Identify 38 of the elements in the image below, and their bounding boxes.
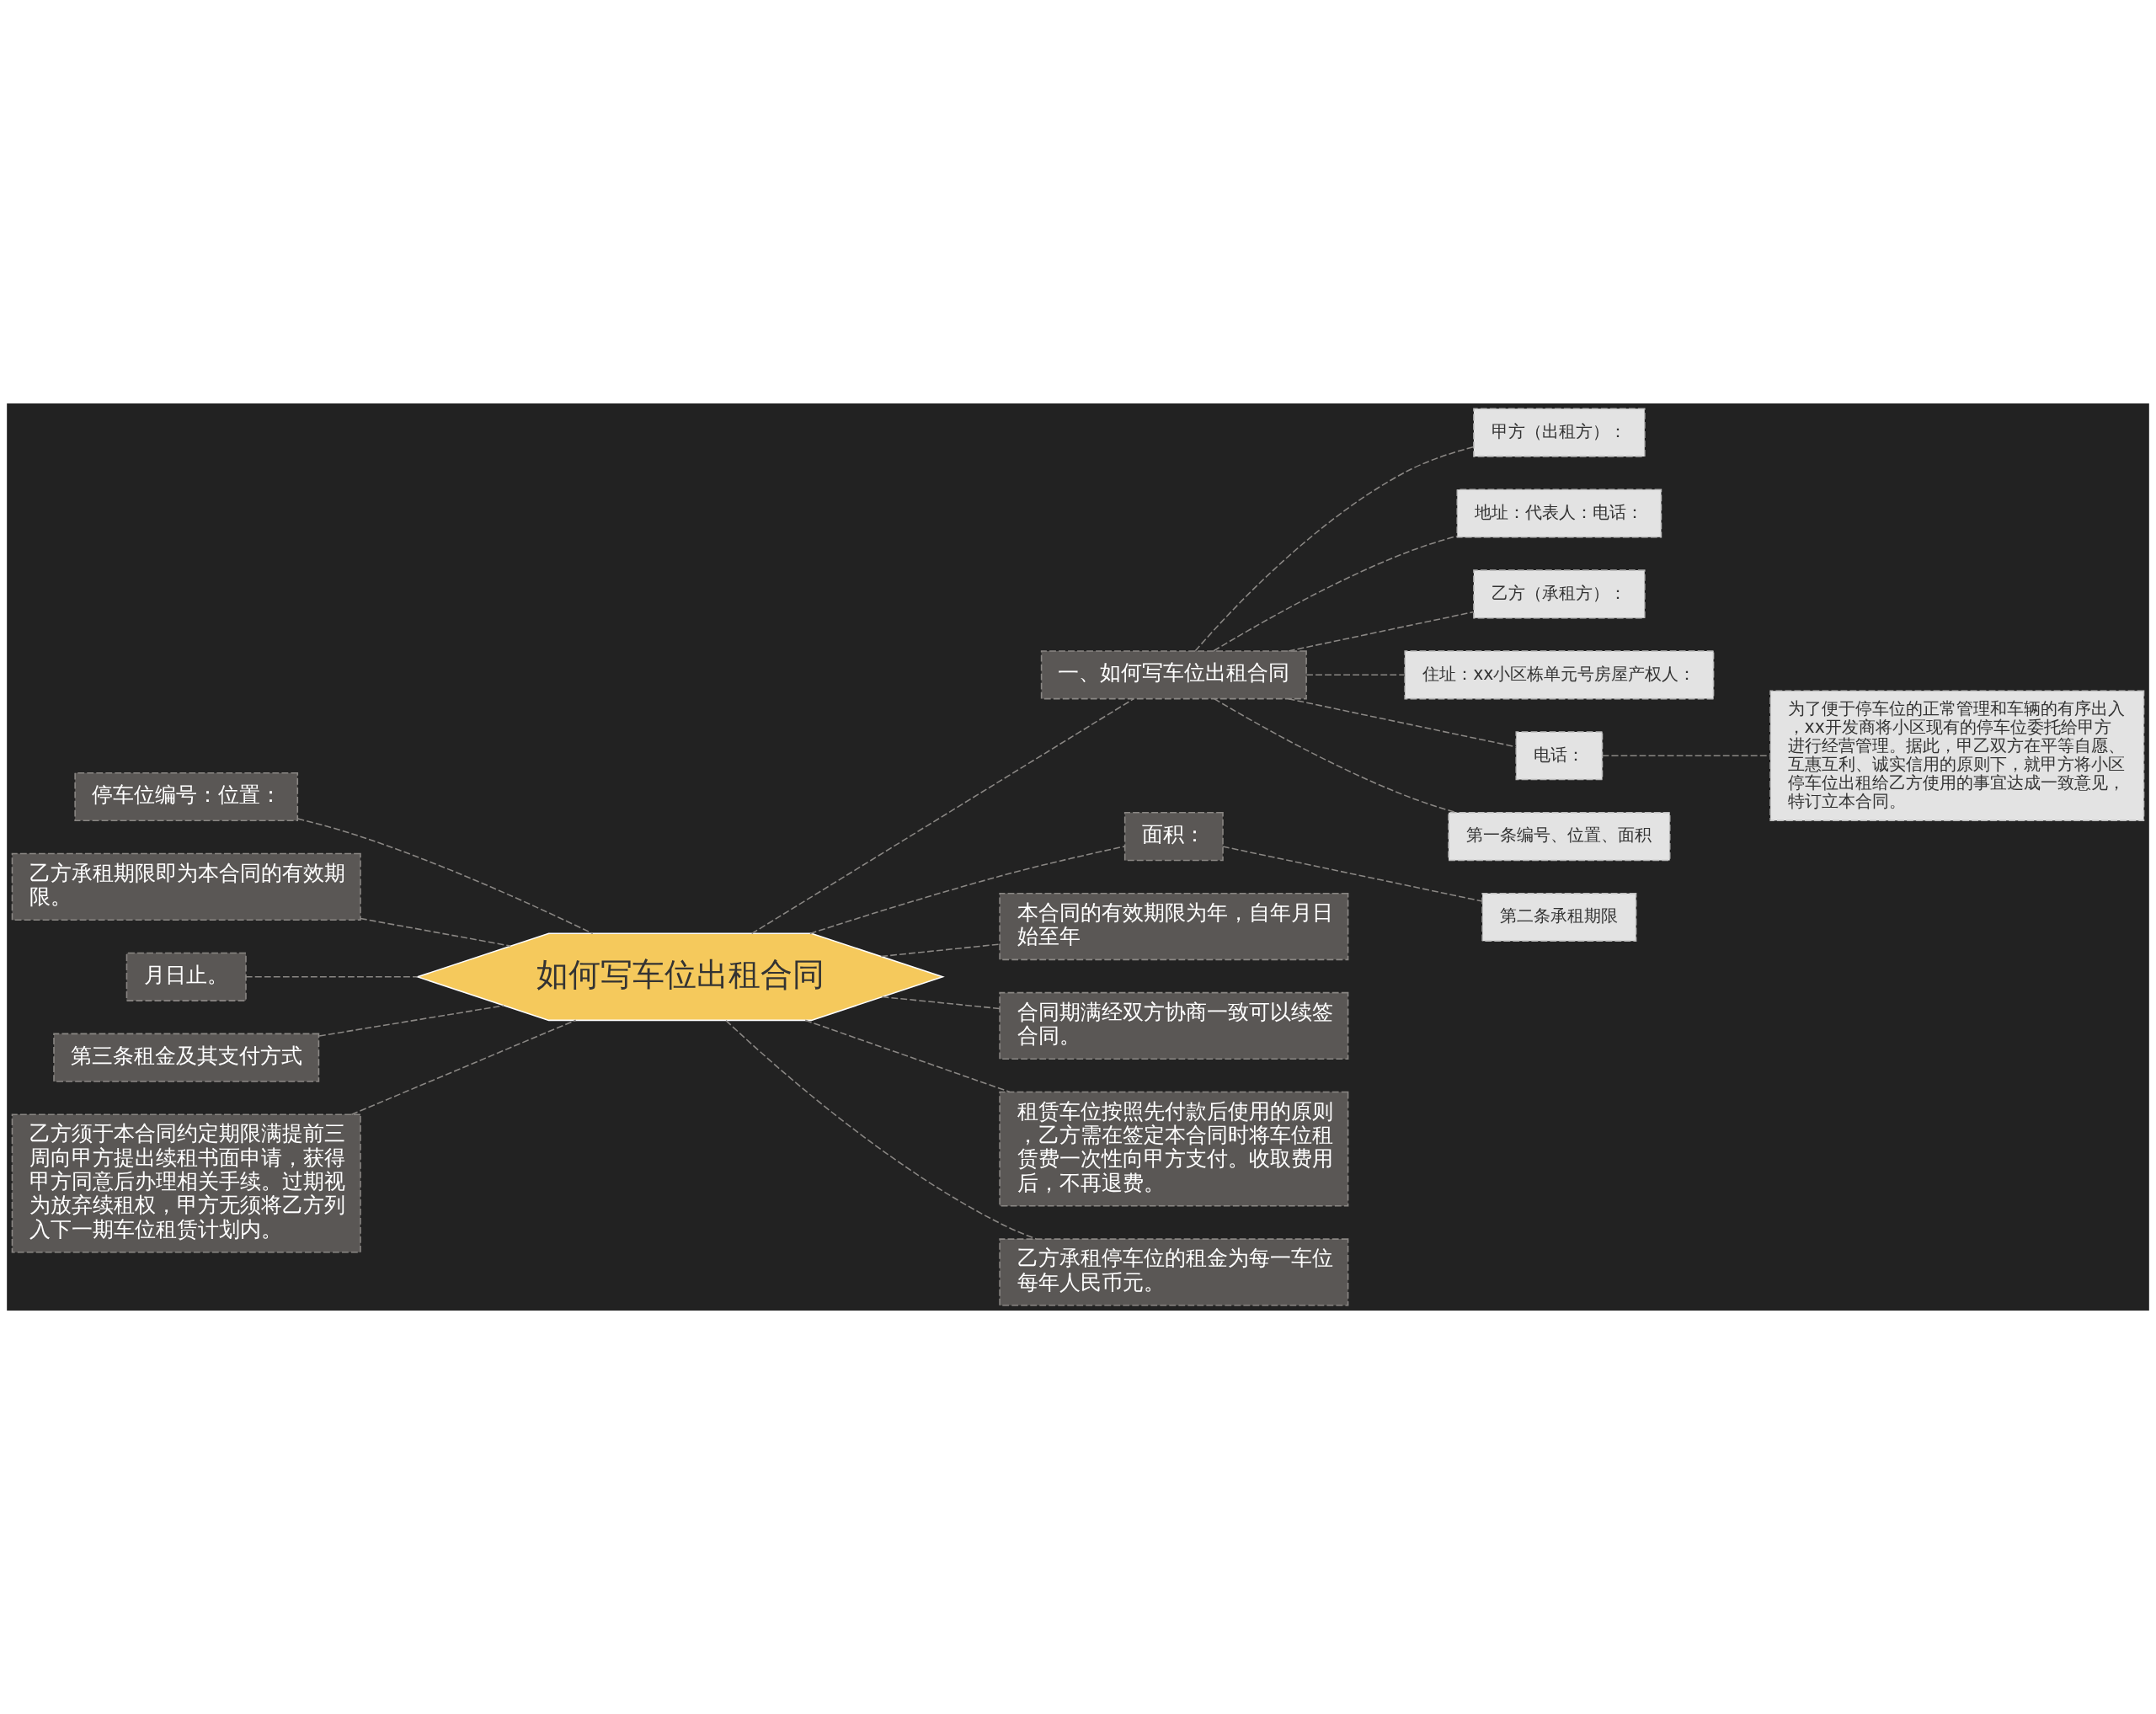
connector: [1213, 535, 1458, 652]
connector: [1222, 846, 1483, 902]
node-box: 第二条承租期限: [1481, 892, 1637, 942]
node-box: 租赁车位按照先付款后使用的原则，乙方需在签定本合同时将车位租赁费一次性向甲方支付。收取费用后，不再退费。: [999, 1091, 1349, 1207]
node-box: 面积：: [1123, 812, 1224, 862]
node-box: 月日止。: [125, 952, 247, 1001]
connector: [1288, 611, 1475, 652]
connector: [804, 1019, 1011, 1093]
node-box: 乙方须于本合同约定期限满提前三周向甲方提出续租书面申请，获得甲方同意后办理相关手续。过期视为放弃续租权，甲方无须将乙方列入下一期车位租赁计划内。: [11, 1113, 361, 1253]
node-box: 乙方承租期限即为本合同的有效期限。: [11, 852, 361, 921]
node-box: 乙方承租停车位的租金为每一车位每年人民币元。: [999, 1238, 1349, 1306]
connector: [1194, 446, 1475, 652]
node-box: 甲方（出租方）：: [1473, 408, 1646, 457]
connector: [245, 976, 419, 978]
connector: [880, 943, 1001, 958]
connector: [809, 846, 1126, 935]
connector: [1213, 697, 1457, 814]
node-box: 乙方（承租方）：: [1473, 569, 1646, 619]
connector: [725, 1019, 1038, 1240]
node-box: 地址：代表人：电话：: [1456, 489, 1662, 538]
node-box: 一、如何写车位出租合同: [1040, 650, 1307, 700]
connector: [296, 818, 594, 935]
connector: [1288, 697, 1517, 748]
connector: [881, 996, 1001, 1010]
node-box: 为了便于停车位的正常管理和车辆的有序出入，xx开发商将小区现有的停车位委托给甲方进行经营管理。据此，甲乙双方在平等自愿、互惠互利、诚实信用的原则下，就甲方将小区停车位出租给乙方使用的事宜达成一致意见，特订立本合同。: [1769, 690, 2145, 822]
node-box: 第一条编号、位置、面积: [1448, 812, 1671, 862]
connector: [350, 1019, 577, 1115]
connector: [1601, 755, 1771, 756]
node-box: 合同期满经双方协商一致可以续签合同。: [999, 991, 1349, 1060]
node-box: 第三条租金及其支付方式: [53, 1033, 320, 1082]
node-box: 电话：: [1515, 731, 1604, 781]
connector: [360, 917, 511, 947]
node-box: 停车位编号：位置：: [74, 772, 299, 822]
connector: [750, 697, 1134, 935]
connector: [1305, 674, 1406, 676]
connector: [318, 1005, 504, 1037]
node-box: 住址：xx小区栋单元号房屋产权人：: [1404, 650, 1715, 700]
node-box: 本合同的有效期限为年，自年月日始至年: [999, 892, 1349, 961]
